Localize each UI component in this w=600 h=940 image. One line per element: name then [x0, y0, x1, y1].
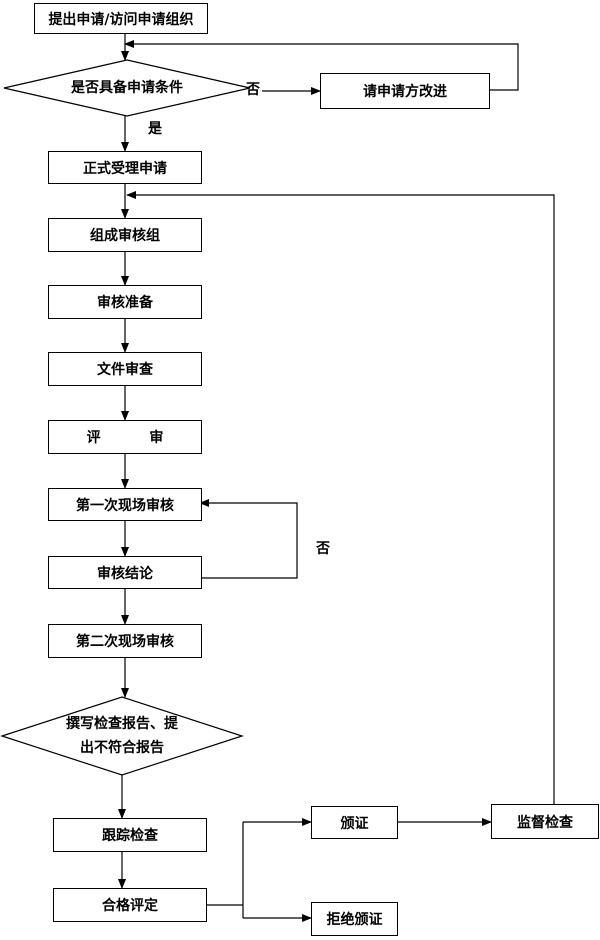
node-supervision-inspection: 监督检查: [491, 804, 599, 839]
node-formal-acceptance: 正式受理申请: [48, 151, 202, 184]
node-first-onsite-audit: 第一次现场审核: [48, 488, 202, 521]
node-document-review: 文件审查: [48, 352, 202, 386]
node-conformity-assessment: 合格评定: [53, 888, 207, 922]
decision-diamond-condition: [3, 59, 251, 117]
node-evaluation: 评 审: [48, 420, 202, 454]
label-condition-no: 否: [246, 82, 260, 98]
node-audit-conclusion: 审核结论: [48, 556, 202, 589]
node-reject-certification: 拒绝颁证: [311, 902, 398, 936]
arrow-conclusion-no-loop: [199, 499, 298, 579]
node-tracking-inspection: 跟踪检查: [53, 818, 207, 852]
decision-report-label: 撰写检查报告、提 出不符合报告: [32, 712, 212, 760]
node-request-improvement: 请申请方改进: [320, 73, 490, 109]
node-audit-preparation: 审核准备: [48, 285, 202, 319]
node-certification: 颁证: [311, 806, 398, 839]
label-condition-yes: 是: [148, 121, 162, 137]
arrow-improve-loop-back: [124, 40, 519, 91]
label-conclusion-no: 否: [316, 541, 330, 557]
decision-condition-label: 是否具备申请条件: [71, 80, 183, 96]
node-submit-application: 提出申请/访问申请组织: [34, 3, 208, 34]
report-label-line-2: 出不符合报告: [80, 740, 164, 756]
node-form-audit-team: 组成审核组: [48, 218, 202, 252]
node-second-onsite-audit: 第二次现场审核: [48, 624, 202, 658]
report-label-line-1: 撰写检查报告、提: [66, 716, 178, 732]
arrow-supervise-loop-back: [126, 191, 555, 804]
